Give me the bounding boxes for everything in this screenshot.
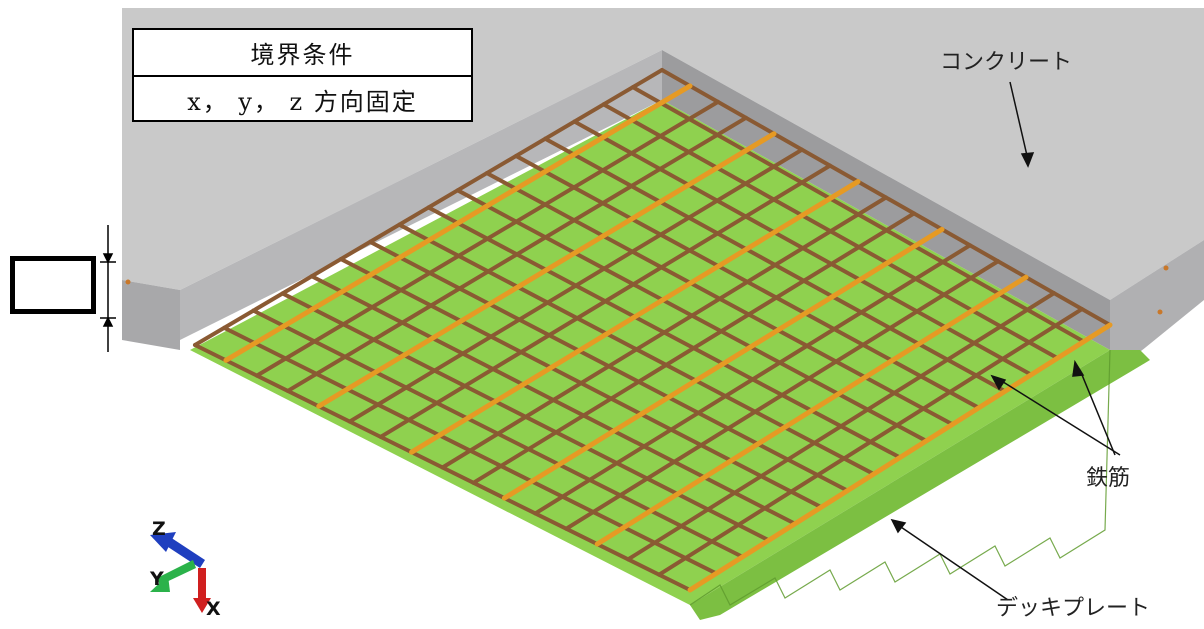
rebar-bar [285,115,748,393]
rebar-bar [378,163,832,439]
rebar-bar [564,259,1000,531]
boundary-condition-table: 境界条件 x， y， z 方向固定 [132,28,473,122]
rebar-bar-highlight [501,226,945,501]
rebar-bar [193,68,664,347]
rebar-bar [471,211,916,485]
rebar-bar [657,307,1084,577]
rebar-grid [193,68,1113,593]
rebar-bar [440,195,888,470]
rebar-bar-highlight [409,179,861,455]
axis-label-y: Y [150,568,164,590]
concrete-right-face [1110,240,1204,360]
section-marker-box [10,256,96,314]
rebar-bar-highlight [594,274,1029,547]
callout-arrows [890,81,1121,601]
rebar-bar [533,243,972,516]
deck-front-edge [690,350,1150,620]
rebar-bar-highlight [687,322,1113,593]
axis-label-x: X [206,598,221,620]
rebar-bar-highlight [316,131,777,409]
concrete-inner-back-face [662,50,1110,350]
label-rebar: 鉄筋 [1086,466,1131,491]
axis-label-z: Z [152,518,166,540]
rebar-bar-highlight [223,83,693,363]
rebar-bar [347,147,804,424]
boundary-condition-value: x， y， z 方向固定 [134,75,471,122]
concrete-inner-left-face [180,50,662,340]
boundary-condition-header: 境界条件 [250,41,355,69]
axis-triad [150,532,211,613]
slab-thickness-marker [100,225,116,352]
label-deck-plate: デッキプレート [996,596,1151,621]
label-concrete: コンクリート [940,50,1073,75]
concrete-left-face [122,280,180,350]
deck-corrugation [689,349,1111,606]
rebar-bar [626,291,1056,562]
rebar-bar [254,99,720,378]
